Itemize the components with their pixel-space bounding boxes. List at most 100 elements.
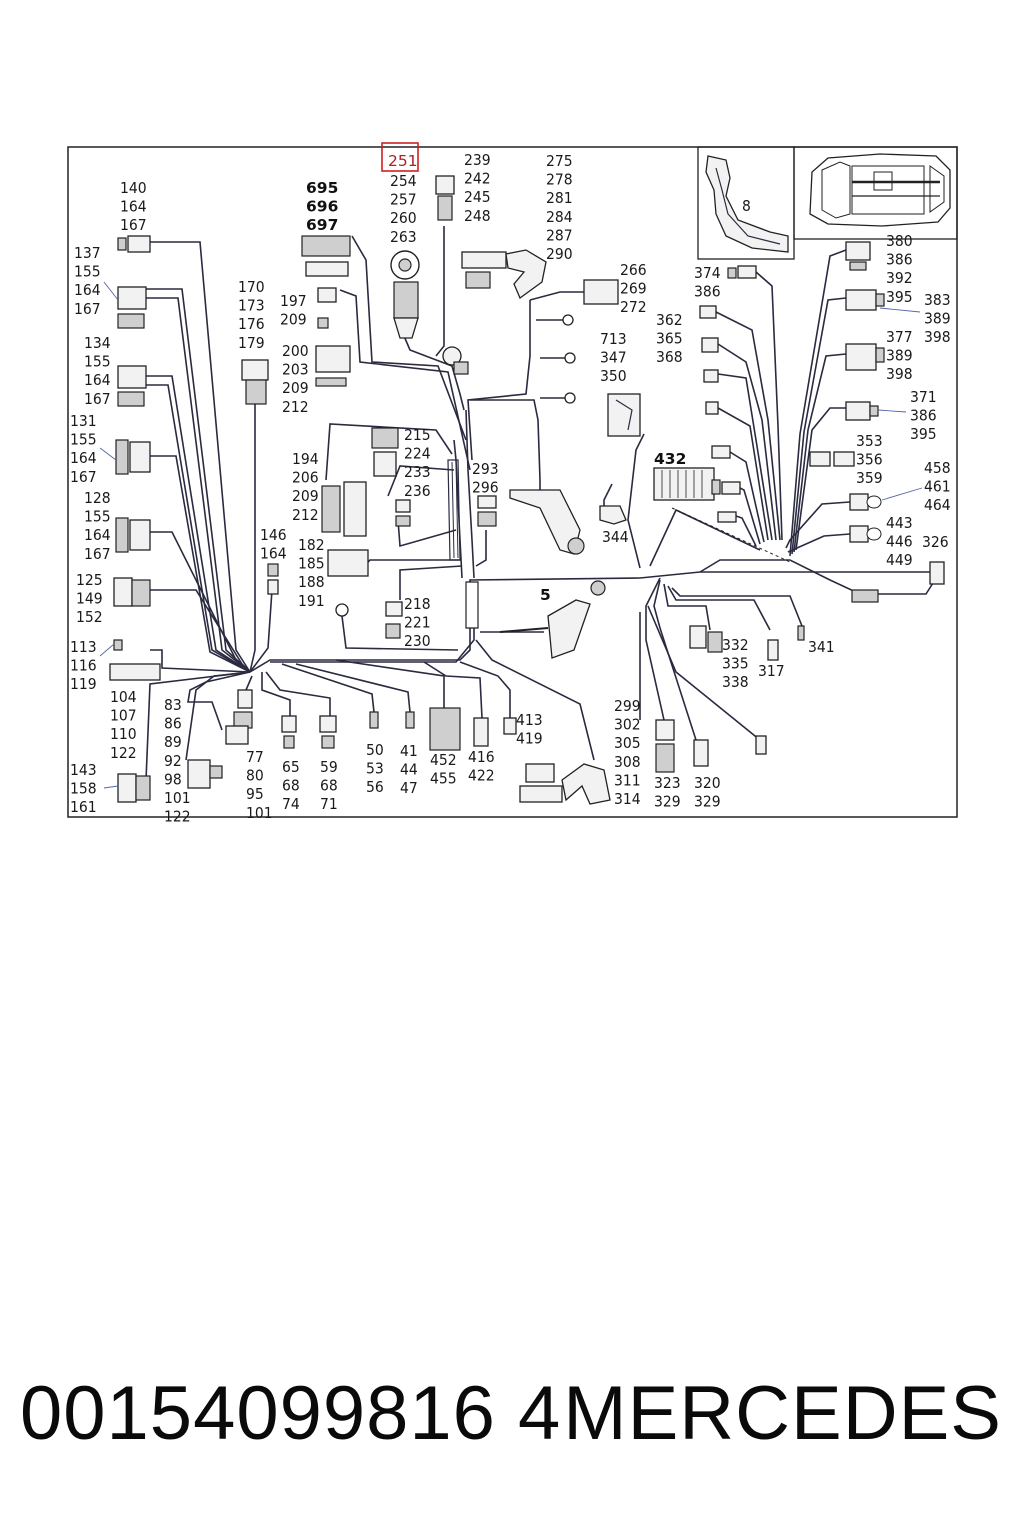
label-281[interactable]: 281: [546, 189, 573, 207]
label-5[interactable]: 5: [540, 586, 551, 604]
label-329[interactable]: 329: [694, 793, 721, 811]
label-398[interactable]: 398: [886, 365, 913, 383]
label-356[interactable]: 356: [856, 451, 883, 469]
label-155[interactable]: 155: [84, 508, 111, 526]
label-392[interactable]: 392: [886, 269, 913, 287]
label-224[interactable]: 224: [404, 445, 431, 463]
label-110[interactable]: 110: [110, 725, 137, 743]
label-236[interactable]: 236: [404, 482, 431, 500]
label-164[interactable]: 164: [74, 281, 101, 299]
label-251[interactable]: 251: [388, 152, 418, 170]
label-203[interactable]: 203: [282, 361, 309, 379]
label-158[interactable]: 158: [70, 780, 97, 798]
label-395[interactable]: 395: [886, 288, 913, 306]
label-449[interactable]: 449: [886, 551, 913, 569]
label-173[interactable]: 173: [238, 297, 265, 315]
label-164[interactable]: 164: [120, 198, 147, 216]
label-230[interactable]: 230: [404, 632, 431, 650]
label-278[interactable]: 278: [546, 171, 573, 189]
label-212[interactable]: 212: [282, 398, 309, 416]
label-155[interactable]: 155: [74, 263, 101, 281]
label-164[interactable]: 164: [84, 526, 111, 544]
label-461[interactable]: 461: [924, 478, 951, 496]
label-140[interactable]: 140: [120, 179, 147, 197]
label-161[interactable]: 161: [70, 798, 97, 816]
label-200[interactable]: 200: [282, 342, 309, 360]
label-107[interactable]: 107: [110, 707, 137, 725]
label-167[interactable]: 167: [120, 216, 147, 234]
label-386[interactable]: 386: [886, 251, 913, 269]
label-275[interactable]: 275: [546, 152, 573, 170]
label-182[interactable]: 182: [298, 536, 325, 554]
label-176[interactable]: 176: [238, 315, 265, 333]
label-308[interactable]: 308: [614, 753, 641, 771]
label-317[interactable]: 317: [758, 662, 785, 680]
label-83[interactable]: 83: [164, 696, 182, 714]
label-101[interactable]: 101: [246, 804, 273, 822]
label-89[interactable]: 89: [164, 733, 182, 751]
label-245[interactable]: 245: [464, 188, 491, 206]
label-254[interactable]: 254: [390, 172, 417, 190]
label-125[interactable]: 125: [76, 571, 103, 589]
label-371[interactable]: 371: [910, 388, 937, 406]
label-86[interactable]: 86: [164, 715, 182, 733]
label-233[interactable]: 233: [404, 463, 431, 481]
label-167[interactable]: 167: [70, 468, 97, 486]
label-104[interactable]: 104: [110, 688, 137, 706]
label-395[interactable]: 395: [910, 425, 937, 443]
label-413[interactable]: 413: [516, 711, 543, 729]
label-119[interactable]: 119: [70, 675, 97, 693]
label-218[interactable]: 218: [404, 595, 431, 613]
label-113[interactable]: 113: [70, 638, 97, 656]
label-383[interactable]: 383: [924, 291, 951, 309]
label-695[interactable]: 695: [306, 179, 338, 197]
label-53[interactable]: 53: [366, 760, 384, 778]
label-209[interactable]: 209: [282, 379, 309, 397]
label-350[interactable]: 350: [600, 367, 627, 385]
highlight-box-251[interactable]: [381, 142, 419, 172]
label-287[interactable]: 287: [546, 226, 573, 244]
label-8[interactable]: 8: [742, 197, 751, 215]
label-416[interactable]: 416: [468, 748, 495, 766]
label-44[interactable]: 44: [400, 761, 418, 779]
label-359[interactable]: 359: [856, 469, 883, 487]
label-311[interactable]: 311: [614, 771, 641, 789]
label-179[interactable]: 179: [238, 334, 265, 352]
label-284[interactable]: 284: [546, 208, 573, 226]
label-713[interactable]: 713: [600, 330, 627, 348]
label-362[interactable]: 362: [656, 311, 683, 329]
label-458[interactable]: 458: [924, 459, 951, 477]
label-386[interactable]: 386: [910, 407, 937, 425]
label-206[interactable]: 206: [292, 469, 319, 487]
label-134[interactable]: 134: [84, 334, 111, 352]
label-164[interactable]: 164: [70, 449, 97, 467]
label-212[interactable]: 212: [292, 506, 319, 524]
label-269[interactable]: 269: [620, 280, 647, 298]
